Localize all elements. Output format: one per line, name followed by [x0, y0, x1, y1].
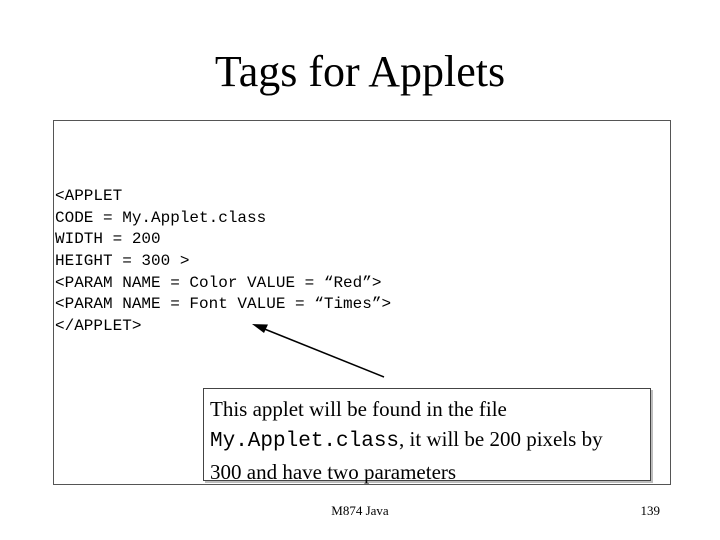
- code-line: WIDTH = 200: [55, 230, 161, 249]
- code-line: <PARAM NAME = Font VALUE = “Times”>: [55, 295, 392, 314]
- code-line: <APPLET: [55, 187, 123, 205]
- slide-title: Tags for Applets: [214, 47, 506, 96]
- callout-box: This applet will be found in the file My…: [203, 388, 651, 484]
- code-line: HEIGHT = 300 >: [55, 252, 190, 271]
- callout-class-name: My.Applet.class: [210, 430, 400, 453]
- footer-page-number: 139: [640, 503, 661, 518]
- callout-line-2-text: , it will be 200 pixels by: [399, 427, 603, 451]
- code-frame: [53, 120, 671, 485]
- code-line: CODE = My.Applet.class: [55, 208, 267, 227]
- footer-course: M874 Java: [331, 503, 389, 518]
- code-line: <PARAM NAME = Color VALUE = “Red”>: [55, 273, 382, 292]
- callout-line-2: My.Applet.class, it will be 200 pixels b…: [210, 424, 650, 457]
- callout-line-3: 300 and have two parameters: [210, 460, 457, 484]
- code-line: </APPLET>: [55, 317, 142, 336]
- callout-line-1: This applet will be found in the file: [210, 397, 507, 421]
